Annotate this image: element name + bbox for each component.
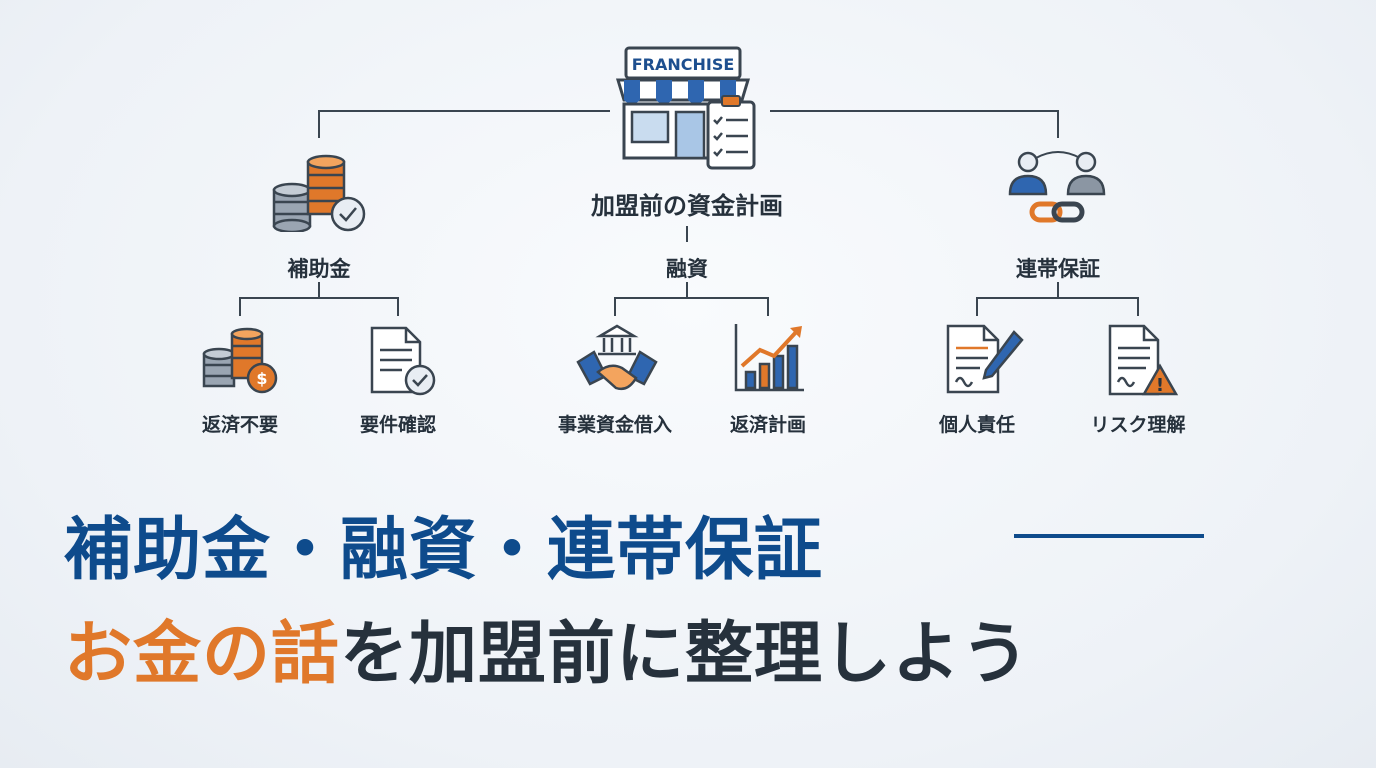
child-label-repayment-plan: 返済計画 [729, 414, 807, 436]
headline-rest: を加盟前に整理しよう [340, 615, 1031, 694]
store-sign-text: FRANCHISE [632, 55, 735, 74]
headline-accent: お金の話 [64, 615, 341, 694]
child-label-no-repayment: 返済不要 [201, 414, 279, 436]
headline-line-2: お金の話を加盟前に整理しよう [64, 598, 1030, 697]
branch-label-loan: 融資 [666, 257, 708, 281]
headline-line-1: 補助金・融資・連帯保証 [64, 511, 824, 590]
coins-check-icon [272, 154, 366, 232]
svg-text:!: ! [1156, 375, 1164, 396]
coins-dollar-icon: $ [202, 327, 278, 394]
bank-handshake-icon [576, 324, 658, 391]
svg-text:$: $ [256, 369, 267, 388]
franchise-store-icon: FRANCHISE [615, 46, 756, 170]
people-chain-icon [1008, 151, 1106, 223]
child-label-personal-liability: 個人責任 [938, 414, 1016, 436]
child-label-risk-understanding: リスク理解 [1090, 414, 1186, 436]
child-label-business-loan: 事業資金借入 [557, 414, 673, 436]
growth-chart-icon [734, 324, 804, 392]
contract-pen-icon [946, 324, 1024, 394]
headline-dash [1014, 534, 1204, 538]
document-warning-icon: ! [1108, 324, 1179, 396]
branch-label-subsidy: 補助金 [287, 257, 351, 281]
branch-label-guarantee: 連帯保証 [1016, 257, 1100, 281]
document-check-icon [370, 326, 436, 396]
center-title: 加盟前の資金計画 [591, 192, 783, 220]
child-label-requirement-check: 要件確認 [359, 414, 437, 436]
